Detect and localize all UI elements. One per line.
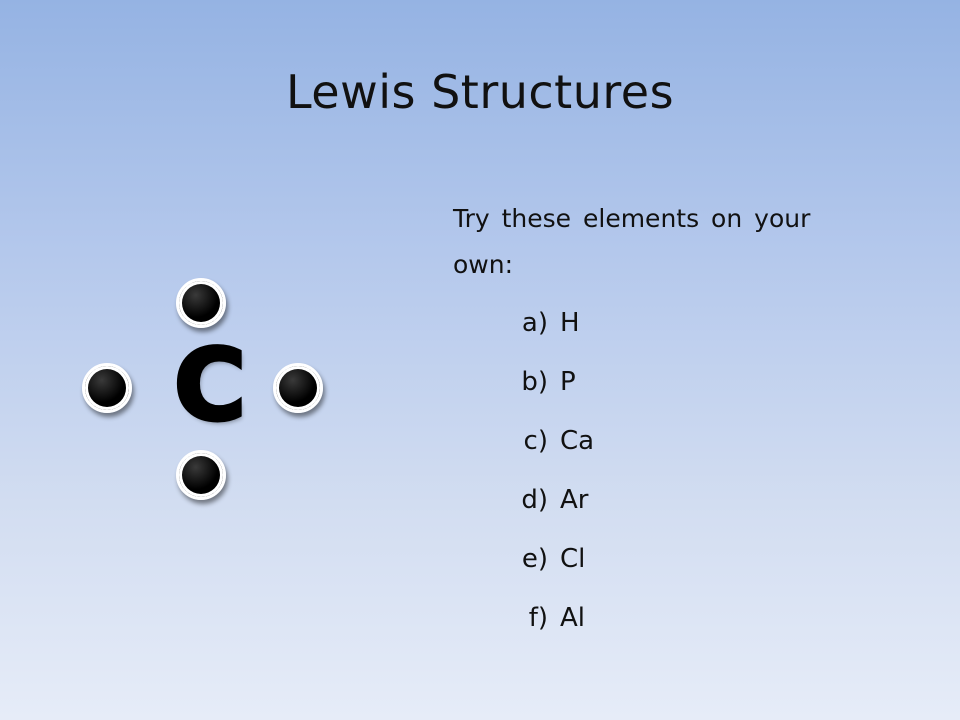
element-name: Ar bbox=[560, 485, 589, 515]
list-item: f) Al bbox=[453, 589, 873, 648]
element-name: H bbox=[560, 308, 580, 338]
list-marker: e) bbox=[521, 544, 548, 574]
list-item: d) Ar bbox=[453, 471, 873, 530]
element-list: a) H b) P c) Ca d) Ar e) Cl f) Al bbox=[453, 294, 873, 648]
electron-dot-bottom bbox=[176, 450, 226, 500]
list-item: e) Cl bbox=[453, 530, 873, 589]
exercise-block: Try these elements on your own: a) H b) … bbox=[453, 196, 873, 648]
list-marker: a) bbox=[521, 308, 548, 338]
list-item: a) H bbox=[453, 294, 873, 353]
element-name: Al bbox=[560, 603, 586, 633]
list-marker: d) bbox=[521, 485, 548, 515]
list-marker: f) bbox=[528, 603, 548, 633]
list-marker: b) bbox=[521, 367, 548, 397]
list-item: c) Ca bbox=[453, 412, 873, 471]
electron-dot-top bbox=[176, 278, 226, 328]
list-item: b) P bbox=[453, 353, 873, 412]
electron-dot-right bbox=[273, 363, 323, 413]
slide-title: Lewis Structures bbox=[285, 65, 675, 119]
element-name: Cl bbox=[560, 544, 586, 574]
list-marker: c) bbox=[523, 426, 548, 456]
element-name: Ca bbox=[560, 426, 595, 456]
element-symbol: C bbox=[172, 329, 248, 443]
lewis-diagram-carbon: C bbox=[60, 250, 360, 520]
exercise-prompt: Try these elements on your own: bbox=[453, 204, 811, 279]
electron-dot-left bbox=[82, 363, 132, 413]
element-name: P bbox=[560, 367, 576, 397]
